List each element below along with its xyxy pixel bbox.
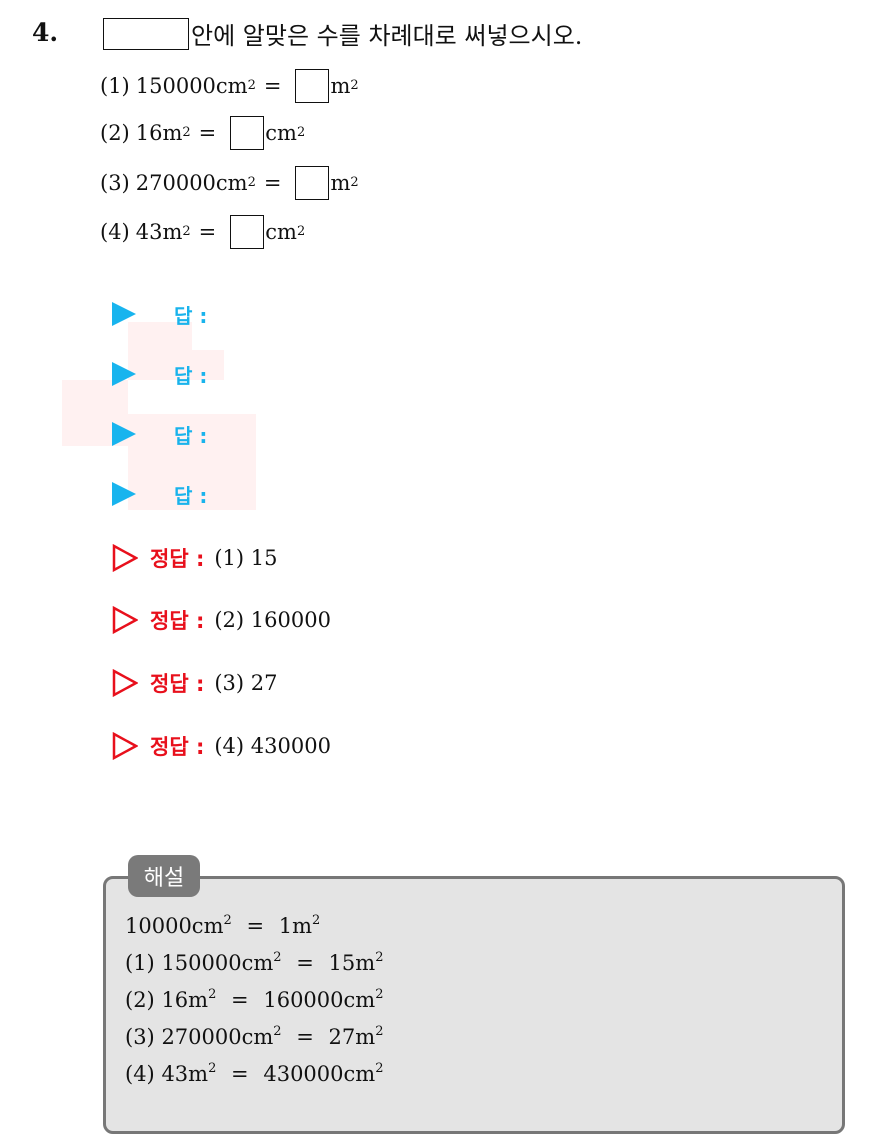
item-left: 43m [135,220,183,244]
answer-label: 답 : [174,303,208,328]
expl-left: 150000cm [161,951,274,975]
equals-sign: = [296,951,314,975]
blank-box [103,17,189,50]
answer-blank-box[interactable] [295,166,330,200]
answer-blank-box[interactable] [295,69,330,103]
equals-sign: = [198,121,217,145]
expl-right: 430000cm [263,1062,376,1086]
equals-sign: = [263,74,282,98]
red-outline-triangle-icon [112,732,138,760]
item-right: m [330,74,351,98]
question-instruction: 안에 알맞은 수를 차례대로 써넣으시오. [191,22,583,50]
item-left: 270000cm [135,171,248,195]
background-patch [128,322,192,380]
explanation-line-2: (2) 16m2 = 160000cm2 [125,988,383,1012]
solution-value: (3) 27 [214,671,278,695]
item-label: (3) [100,171,130,195]
equals-sign: = [246,914,265,938]
item-left: 16m [135,121,183,145]
red-outline-triangle-icon [112,669,138,697]
solution-label: 정답 : [150,735,205,759]
blue-triangle-icon [112,362,136,386]
expl-left-exponent: 2 [273,949,282,965]
answer-label: 답 : [174,483,208,508]
expl-label: (1) [125,951,155,975]
answer-blank-box[interactable] [230,116,265,150]
explanation-title: 해설 [128,855,200,897]
solution-label: 정답 : [150,547,205,571]
expl-label: (2) [125,988,155,1012]
expl-left: 16m [161,988,209,1012]
expl-right-exponent: 2 [375,1060,384,1076]
equals-sign: = [198,220,217,244]
expl-left-exponent: 2 [208,1060,217,1076]
red-outline-triangle-icon [112,544,138,572]
solution-row-2: 정답 : (2) 160000 [112,600,331,640]
answer-row-4: 답 : [112,476,207,512]
answer-blank-box[interactable] [230,215,265,249]
expl-right: 160000cm [263,988,376,1012]
answer-row-2: 답 : [112,356,207,392]
expl-right-exponent: 2 [375,1023,384,1039]
solution-value: (1) 15 [214,546,278,570]
blue-triangle-icon [112,482,136,506]
expl-left: 10000cm [125,914,224,938]
expl-left-exponent: 2 [273,1023,282,1039]
equals-sign: = [231,1062,249,1086]
expl-right-exponent: 2 [312,912,321,928]
answer-row-3: 답 : [112,416,207,452]
explanation-line-3: (3) 270000cm2 = 27m2 [125,1025,383,1049]
solution-row-3: 정답 : (3) 27 [112,663,278,703]
question-instruction-line: 안에 알맞은 수를 차례대로 써넣으시오. [103,16,582,51]
explanation-line-4: (4) 43m2 = 430000cm2 [125,1062,383,1086]
solution-row-4: 정답 : (4) 430000 [112,726,331,766]
background-patch [128,414,256,510]
solution-label: 정답 : [150,672,205,696]
expl-left: 43m [161,1062,209,1086]
item-label: (2) [100,121,130,145]
expl-left-exponent: 2 [223,912,232,928]
item-left: 150000cm [135,74,248,98]
answer-label: 답 : [174,363,208,388]
item-label: (4) [100,220,130,244]
answer-label: 답 : [174,423,208,448]
expl-right: 15m [328,951,376,975]
item-right: cm [265,121,297,145]
expl-right-exponent: 2 [375,986,384,1002]
item-label: (1) [100,74,130,98]
expl-left: 270000cm [161,1025,274,1049]
item-right: m [330,171,351,195]
expl-right: 27m [328,1025,376,1049]
equals-sign: = [296,1025,314,1049]
equals-sign: = [263,171,282,195]
expl-right-exponent: 2 [375,949,384,965]
explanation-line-0: 10000cm2 = 1m2 [125,914,320,938]
explanation-line-1: (1) 150000cm2 = 15m2 [125,951,383,975]
question-number: 4. [32,18,59,47]
blue-triangle-icon [112,422,136,446]
expl-left-exponent: 2 [208,986,217,1002]
solution-label: 정답 : [150,609,205,633]
expl-label: (3) [125,1025,155,1049]
equals-sign: = [231,988,249,1012]
solution-value: (2) 160000 [214,608,331,632]
item-right: cm [265,220,297,244]
solution-value: (4) 430000 [214,734,331,758]
expl-label: (4) [125,1062,155,1086]
expl-right: 1m [278,914,313,938]
background-patch [192,350,224,380]
blue-triangle-icon [112,302,136,326]
explanation-box [103,876,845,1134]
solution-row-1: 정답 : (1) 15 [112,538,278,578]
answer-row-1: 답 : [112,296,207,332]
red-outline-triangle-icon [112,606,138,634]
